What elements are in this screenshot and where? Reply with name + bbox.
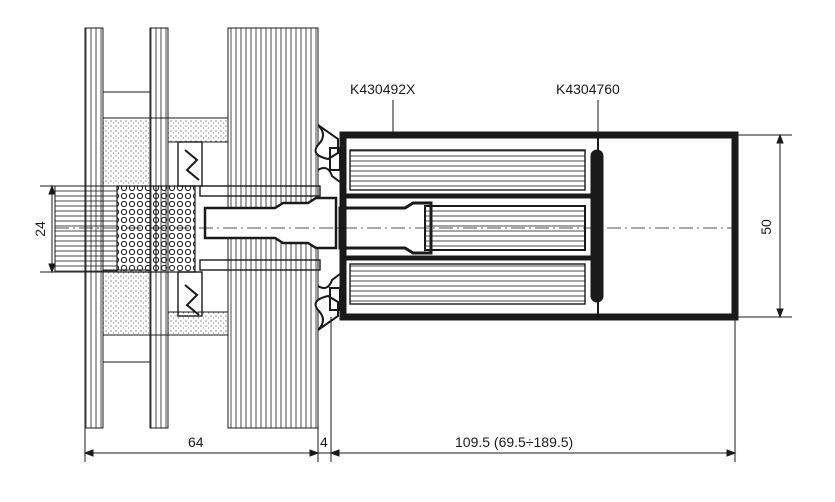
clamp-clips (177, 141, 203, 317)
dimension-label-50: 50 (757, 219, 774, 235)
part-label-profile: K430492X (350, 81, 416, 97)
dimension-label-64: 64 (188, 434, 204, 450)
dimension-label-4: 4 (320, 434, 328, 450)
dimension-50 (735, 133, 792, 319)
gaskets (314, 124, 341, 331)
part-label-insert: K4304760 (556, 81, 620, 97)
dimension-label-109: 109.5 (69.5÷189.5) (455, 434, 574, 450)
dimension-label-24: 24 (31, 221, 48, 237)
insulating-block (116, 185, 196, 273)
dimension-24 (40, 184, 117, 274)
timber-section (54, 185, 118, 273)
mullion-profile (339, 131, 739, 321)
dimension-bottom (83, 317, 737, 462)
glass-spacers (102, 117, 229, 336)
leader-lines (392, 100, 599, 135)
